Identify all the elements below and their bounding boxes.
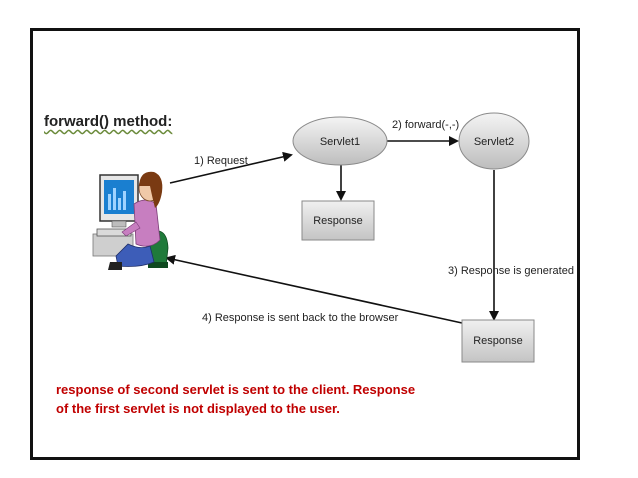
request-label: 1) Request [194, 155, 248, 167]
response1-label: Response [313, 215, 363, 227]
caption: response of second servlet is sent to th… [56, 380, 456, 418]
response1-node: Response [301, 200, 375, 241]
forward-label: 2) forward(-,-) [392, 119, 459, 131]
diagram-heading: forward() method: [44, 113, 173, 130]
caption-line-2: of the first servlet is not displayed to… [56, 401, 340, 416]
user-at-computer-icon [92, 171, 169, 270]
request-arrow [169, 151, 293, 184]
servlet2-node: Servlet2 [458, 112, 530, 170]
response2-node: Response [461, 319, 535, 363]
response2-label: Response [473, 335, 523, 347]
caption-line-1: response of second servlet is sent to th… [56, 382, 416, 397]
generated-label: 3) Response is generated [448, 265, 574, 277]
sent-back-label: 4) Response is sent back to the browser [202, 312, 399, 324]
servlet2-label: Servlet2 [474, 136, 514, 148]
sent-back-arrow [165, 254, 463, 324]
servlet1-node: Servlet1 [292, 116, 388, 166]
servlet1-label: Servlet1 [320, 136, 360, 148]
